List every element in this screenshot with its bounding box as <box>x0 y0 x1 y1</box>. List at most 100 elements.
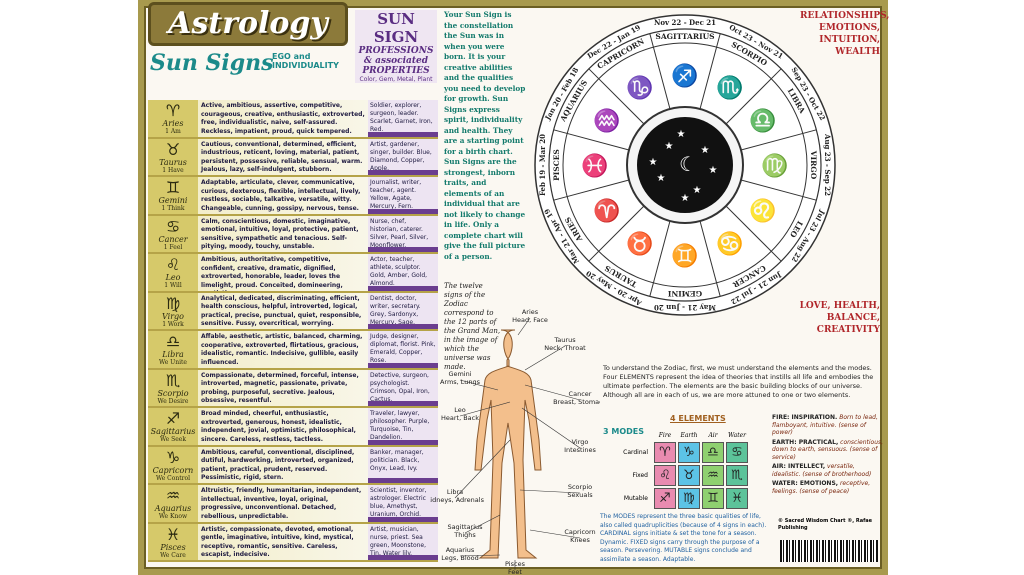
page-title: Astrology <box>148 2 348 46</box>
element-notes: FIRE: INSPIRATION. Born to lead, flamboy… <box>772 414 884 497</box>
wheel-sign-name: VIRGO <box>809 150 818 180</box>
body-leader-line <box>524 384 581 401</box>
body-sign-label: Aries <box>522 308 539 316</box>
sign-name: Aquarius <box>154 504 192 513</box>
barcode <box>780 540 878 562</box>
sign-name: Libra <box>162 350 184 359</box>
professions-heading: SUN SIGN <box>373 10 419 46</box>
sign-keyword: We Care <box>160 551 186 559</box>
element-note-value: conscientious, down to earth, sensuous. … <box>772 438 884 461</box>
sign-keyword: 1 Will <box>164 282 182 289</box>
sign-name: Virgo <box>162 311 184 321</box>
sign-name: Scorpio <box>157 388 189 398</box>
wheel-sign-dates: May 21 - Jun 20 <box>654 303 716 312</box>
star-icon: ★ <box>665 141 674 152</box>
body-sign-label: Gemini <box>448 370 471 378</box>
wheel-sign-glyph-icon: ♓ <box>581 153 608 179</box>
sun-signs-subheading: EGO and INDIVIDUALITY <box>272 52 339 70</box>
sign-glyph-icon: ♊ <box>165 178 181 197</box>
wheel-divider <box>588 68 645 125</box>
body-intro-text: The twelve signs of the Zodiac correspon… <box>444 282 501 371</box>
sign-professions: Nurse, chef, historian, caterer. Silver,… <box>368 215 438 252</box>
wheel-sign-glyph-icon: ♏ <box>716 75 743 101</box>
sign-description: Ambitious, careful, conventional, discip… <box>198 446 368 483</box>
body-part-label: Heart, Back <box>441 414 479 422</box>
element-cell: ♑ <box>678 442 700 463</box>
body-part-label: Intestines <box>564 446 596 454</box>
body-leader-line <box>519 489 581 494</box>
element-column-earth: Earth <box>680 432 698 439</box>
sign-description: Altruistic, friendly, humanitarian, inde… <box>198 485 368 522</box>
sun-signs-heading: Sun Signs <box>150 50 274 76</box>
element-note: FIRE: INSPIRATION. Born to lead, flamboy… <box>772 414 884 437</box>
wheel-sign-dates: Aug 23 - Sep 22 <box>823 133 832 196</box>
professions-columns: Color, Gem, Metal, Plant <box>359 76 433 83</box>
sign-professions: Soldier, explorer, surgeon, leader. Scar… <box>368 100 438 137</box>
body-part-label: Head, Face <box>512 316 548 324</box>
sign-glyph-icon: ♏ <box>165 370 181 390</box>
star-icon: ★ <box>709 165 718 176</box>
element-note: AIR: INTELLECT, versatile, idealistic. (… <box>772 463 884 478</box>
sign-keyword: 1 Feel <box>163 243 183 251</box>
sign-description: Calm, conscientious, domestic, imaginati… <box>198 215 368 252</box>
element-note-key: FIRE: INSPIRATION. <box>772 414 838 421</box>
sign-description: Broad minded, cheerful, enthusiastic, ex… <box>198 408 368 445</box>
body-part-label: Sexuals <box>567 491 593 499</box>
element-cell: ♍ <box>678 488 700 509</box>
wheel-divider <box>740 129 817 151</box>
sign-description: Compassionate, determined, forceful, int… <box>198 369 368 406</box>
body-leader-line <box>459 401 511 417</box>
wheel-sign-glyph-icon: ♊ <box>671 243 698 269</box>
element-note-key: WATER: EMOTIONS, <box>772 480 839 487</box>
sign-keyword: We Seek <box>160 436 186 443</box>
sign-keyword: We Unite <box>159 359 187 366</box>
body-sign-label: Leo <box>454 406 466 414</box>
element-cell: ♊ <box>702 488 724 509</box>
sign-professions: Actor, teacher, athlete, sculptor. Gold,… <box>368 254 438 291</box>
body-sign-label: Cancer <box>569 390 592 398</box>
element-cell: ♏ <box>726 465 748 486</box>
body-sign-label: Taurus <box>553 336 576 344</box>
sign-glyph-icon: ♌ <box>165 255 181 274</box>
intro-text: Your Sun Sign is the constellation the S… <box>444 10 526 261</box>
sign-glyph-icon: ♒ <box>165 486 181 505</box>
elements-intro: To understand the Zodiac, first, we must… <box>603 364 874 399</box>
mode-label: Mutable <box>623 495 648 502</box>
wheel-divider <box>588 205 645 262</box>
sign-description: Adaptable, articulate, clever, communica… <box>198 177 368 214</box>
night-sky-center <box>637 117 733 213</box>
star-icon: ★ <box>693 185 702 196</box>
wheel-divider <box>740 179 817 201</box>
body-leader-line <box>464 514 501 534</box>
sign-glyph-icon: ♎ <box>165 332 181 351</box>
professions-sub: PROFESSIONS & associated PROPERTIES <box>358 46 434 76</box>
body-sign-label: Sagittarius <box>447 523 483 531</box>
sign-keyword: We Know <box>158 513 188 520</box>
wheel-divider <box>699 220 721 297</box>
sign-professions: Artist, musician, nurse, priest. Sea gre… <box>368 523 438 560</box>
sign-glyph-icon: ♉ <box>165 139 181 159</box>
human-figure <box>474 329 542 559</box>
modes-text: The MODES represent the three basic qual… <box>600 513 767 563</box>
sign-professions: Scientist, inventor, astrologer. Electri… <box>368 485 438 522</box>
sign-professions: Dentist, doctor, writer, secretary. Grey… <box>368 292 438 329</box>
sign-glyph-icon: ♋ <box>165 216 181 236</box>
sign-professions: Detective, surgeon, psychologist. Crimso… <box>368 369 438 406</box>
body-leader-line <box>524 345 566 371</box>
sign-professions: Traveler, lawyer, philosopher. Purple, T… <box>368 408 438 445</box>
sign-keyword: We Desire <box>157 397 189 405</box>
